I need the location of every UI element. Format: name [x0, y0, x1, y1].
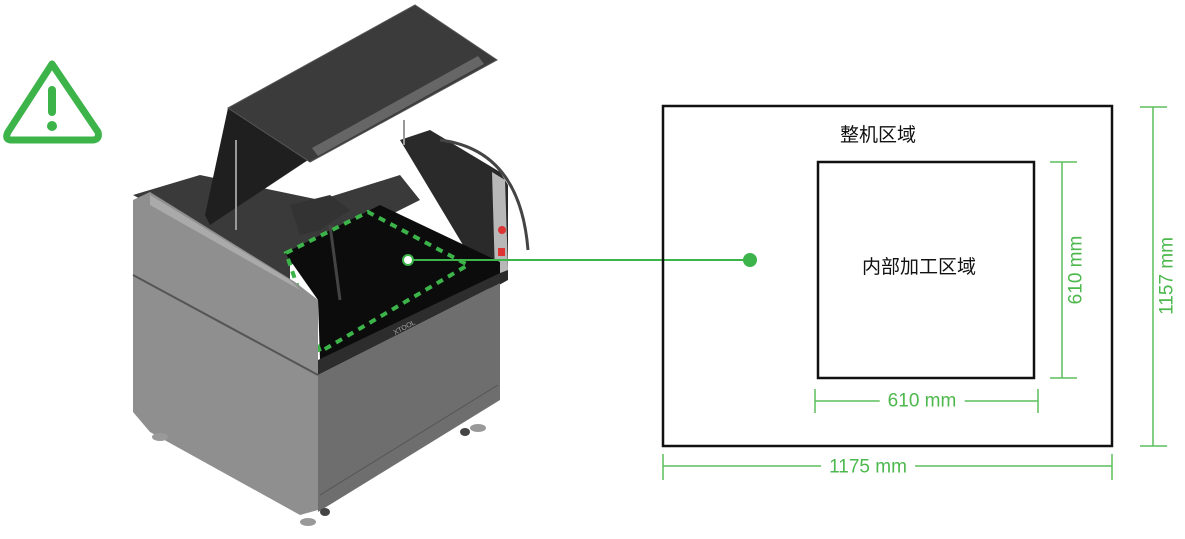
outer-area-box [661, 104, 1114, 448]
warning-triangle-icon [3, 60, 102, 144]
outer-height-label: 1157 mm [1156, 237, 1178, 315]
inner-width-label: 610 mm [879, 391, 965, 411]
inner-height-label: 610 mm [1065, 235, 1087, 305]
inner-area-box [816, 160, 1036, 380]
outer-area-label: 整机区域 [840, 124, 917, 146]
inner-area-label: 内部加工区域 [862, 256, 977, 278]
connector-start-dot [402, 254, 414, 266]
connector-end-dot [743, 253, 757, 267]
outer-width-label: 1175 mm [821, 457, 915, 477]
laser-machine-illustration [132, 4, 530, 526]
